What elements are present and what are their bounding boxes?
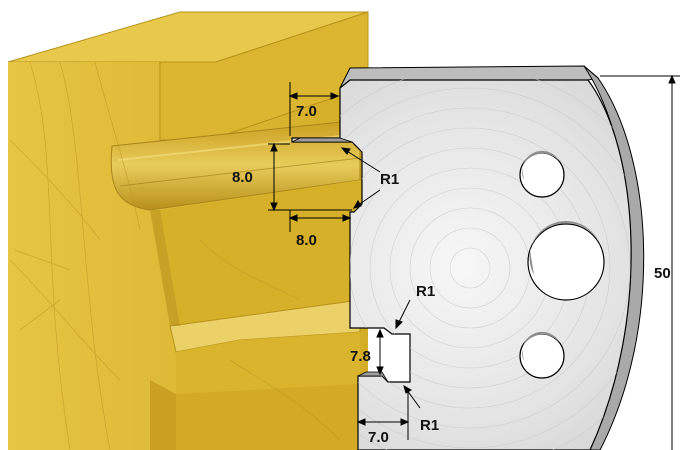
dim-lower-groove-height: 7.8 (350, 348, 371, 365)
mounting-hole-center (527, 221, 605, 301)
radius-upper-inner: R1 (380, 171, 399, 188)
dim-bottom-width: 7.0 (368, 429, 389, 446)
radius-lower-inner: R1 (416, 283, 435, 300)
mounting-hole-lower (519, 331, 565, 379)
radius-lower-outer: R1 (420, 417, 439, 434)
dim-upper-groove-depth: 8.0 (296, 232, 317, 249)
dim-top-width: 7.0 (296, 103, 317, 120)
dim-upper-groove-height: 8.0 (232, 169, 253, 186)
dimension-labels: 7.0 8.0 8.0 7.8 7.0 50 R1 R1 R1 (232, 103, 671, 446)
mounting-hole-upper (519, 150, 565, 198)
dimension-lines (268, 74, 680, 450)
wood-workpiece (7, 11, 369, 450)
dim-overall-height: 50 (654, 265, 671, 282)
